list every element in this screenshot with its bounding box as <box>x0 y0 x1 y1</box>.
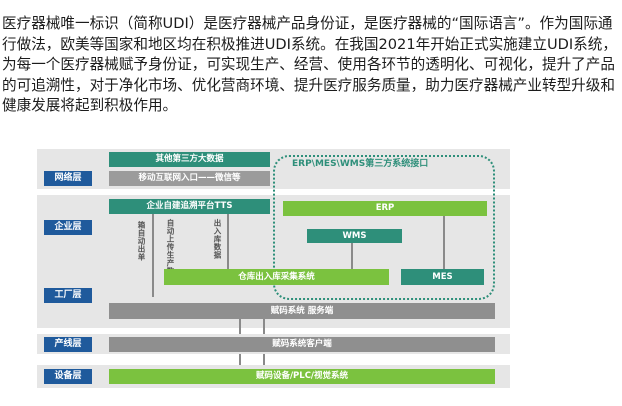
box-wms: WMS <box>307 229 402 243</box>
box-third-party-data: 其他第三方大数据 <box>109 152 270 167</box>
box-tts: 企业自建追溯平台TTS <box>109 199 270 214</box>
box-warehouse: 仓库出入库采集系统 <box>164 269 389 285</box>
third-party-interface-title: ERP\MES\WMS第三方系统接口 <box>292 159 429 169</box>
layer-label-line: 产线层 <box>44 337 92 352</box>
connector-line <box>227 214 229 269</box>
connector-line <box>239 354 241 365</box>
udi-intro-paragraph: 医疗器械唯一标识（简称UDI）是医疗器械产品身份证，是医疗器械的“国际语言”。作… <box>2 15 617 114</box>
box-mobile-internet: 移动互联网入口——微信等 <box>109 171 270 186</box>
box-coding-client: 赋码系统客户端 <box>109 337 495 352</box>
box-mes: MES <box>401 269 484 285</box>
connector-line <box>239 319 241 334</box>
box-erp: ERP <box>283 201 487 216</box>
layer-label-device: 设备层 <box>44 369 92 384</box>
vlabel-production-upload: 自动上传生产数据 <box>166 219 175 283</box>
vlabel-inout-data: 出入库数据 <box>213 219 222 259</box>
layer-label-enterprise: 企业层 <box>44 220 92 235</box>
layer-label-network: 网络层 <box>44 171 92 186</box>
connector-line <box>263 319 265 334</box>
connector-line <box>443 216 445 269</box>
vlabel-auto-ship: 箱自动出单 <box>137 221 146 261</box>
layer-label-factory: 工厂层 <box>44 288 92 303</box>
connector-line <box>263 354 265 365</box>
box-coding-device: 赋码设备/PLC/视觉系统 <box>109 369 495 384</box>
third-party-interface-region <box>273 155 495 300</box>
udi-architecture-diagram: 网络层 企业层 工厂层 产线层 设备层 其他第三方大数据 移动互联网入口——微信… <box>37 143 510 393</box>
box-coding-server: 赋码系统 服务端 <box>109 303 495 319</box>
connector-line <box>351 243 353 269</box>
connector-line <box>152 214 154 297</box>
